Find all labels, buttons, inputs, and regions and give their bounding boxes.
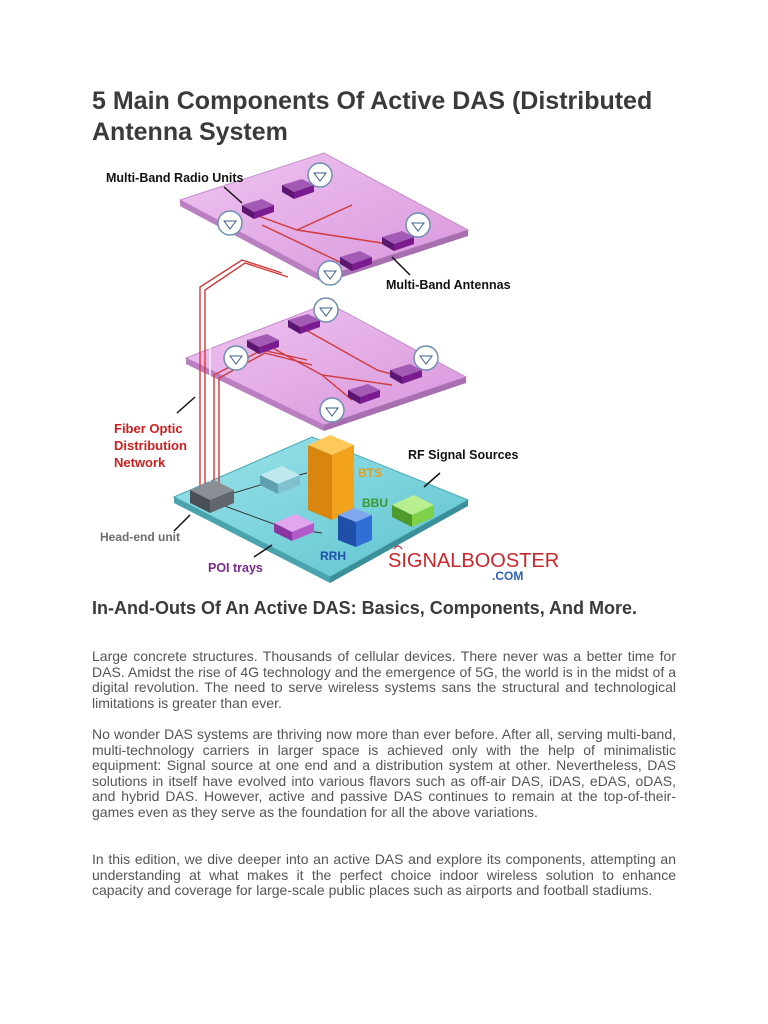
head-end-unit-device [190,480,234,513]
bbu-device [392,495,434,527]
radio-unit [247,334,279,354]
logo-main-text: SIGNALBOOSTER [388,550,559,572]
radio-unit [288,314,320,334]
label-bbu: BBU [362,496,388,510]
label-poi-trays: POI trays [208,561,263,575]
label-bts: BTS [358,466,382,480]
label-rf-signal-sources: RF Signal Sources [408,448,518,462]
logo-sub-text: .COM [492,569,523,583]
antenna-icon [223,345,249,371]
page-title: 5 Main Components Of Active DAS (Distrib… [92,87,653,146]
signalbooster-logo: SIGNALBOOSTER .COM [388,545,559,583]
antenna-icon [413,345,439,371]
radio-unit [382,231,414,251]
label-fiber-line-2: Distribution [114,438,187,453]
antenna-icon [405,212,431,238]
radio-unit [282,179,314,199]
poi-tray-device [274,514,314,541]
bts-cabinet [308,435,354,520]
antenna-icon [319,397,345,423]
rrh-cabinet [338,508,372,547]
label-head-end-unit: Head-end unit [100,530,180,544]
paragraph-1: Large concrete structures. Thousands of … [92,648,676,711]
paragraph-3: In this edition, we dive deeper into an … [92,851,676,899]
radio-unit [390,364,422,384]
antenna-icon [317,260,343,286]
paragraph-2: No wonder DAS systems are thriving now m… [92,726,676,820]
label-multi-band-radio-units: Multi-Band Radio Units [106,171,244,185]
callout-arrows [173,186,441,558]
das-diagram: Multi-Band Radio Units Multi-Band Antenn… [92,145,562,585]
antenna-icon [217,210,243,236]
label-fiber-line-3: Network [114,455,166,470]
section-heading: In-And-Outs Of An Active DAS: Basics, Co… [92,598,638,618]
radio-unit [340,251,372,271]
label-rrh: RRH [320,549,346,563]
radio-units-top [242,179,414,271]
label-multi-band-antennas: Multi-Band Antennas [386,278,511,292]
radio-units-middle [247,314,422,404]
middle-floor [184,302,468,431]
radio-unit [348,384,380,404]
rf-device [260,466,300,494]
label-fiber-line-1: Fiber Optic [114,421,183,436]
antenna-icon [307,162,333,188]
antenna-icon [313,297,339,323]
radio-unit [242,199,274,219]
antennas [217,162,439,423]
